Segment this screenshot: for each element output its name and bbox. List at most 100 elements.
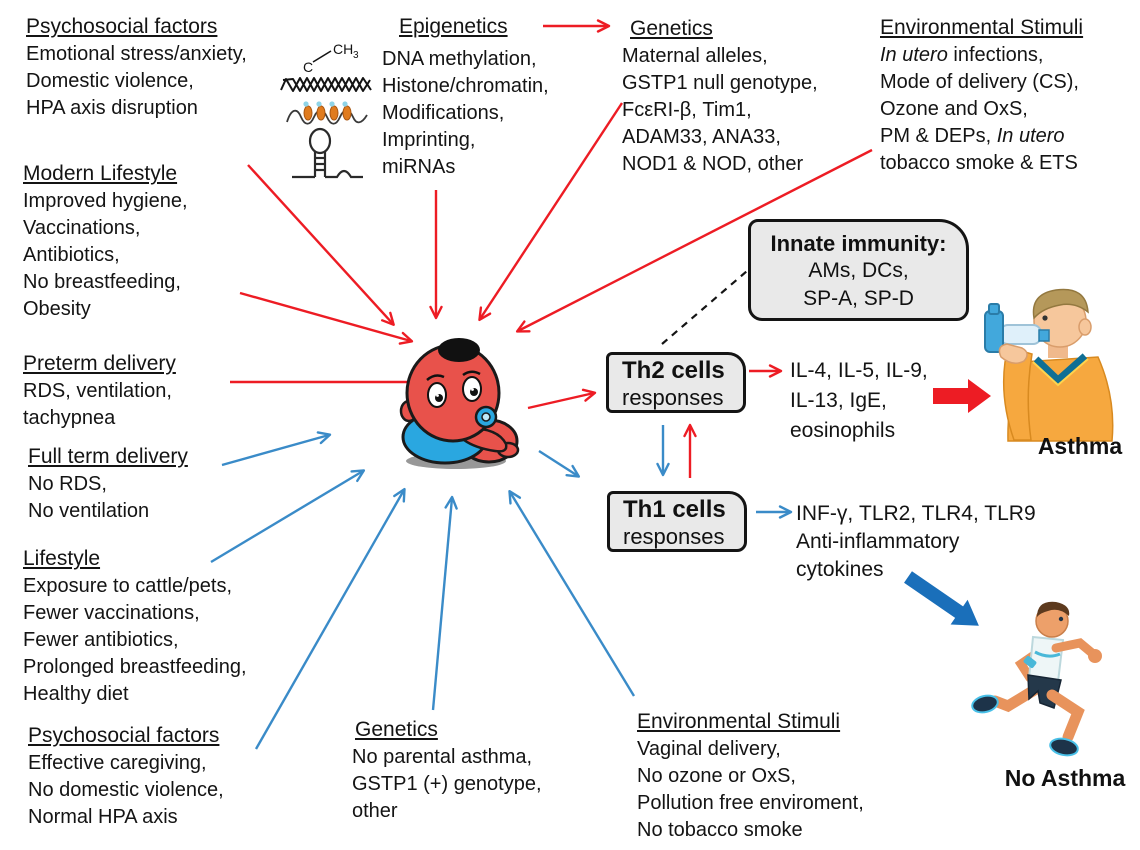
psychosocial-top-block: Psychosocial factors Emotional stress/an… bbox=[26, 13, 247, 122]
methyl-ch-label: CH bbox=[333, 41, 353, 57]
factor-line: NOD1 & NOD, other bbox=[622, 153, 804, 175]
factor-line: tobacco smoke & ETS bbox=[880, 152, 1078, 174]
protective-arrow-lifestyle bbox=[210, 469, 366, 564]
preterm-delivery-block: Preterm delivery RDS, ventilation, tachy… bbox=[23, 350, 176, 432]
genetics-bottom-block: Genetics No parental asthma, GSTP1 (+) g… bbox=[352, 716, 542, 825]
factor-line: Obesity bbox=[23, 298, 91, 320]
lifestyle-block: Lifestyle Exposure to cattle/pets, Fewer… bbox=[23, 545, 247, 708]
arrow-baby-to-th2 bbox=[527, 388, 597, 410]
risk-arrow-genetics-top bbox=[478, 102, 624, 322]
mediator-line: eosinophils bbox=[790, 419, 896, 442]
mediator-line: IL-13, IgE, bbox=[790, 389, 887, 412]
th1-mediators-text: INF-γ, TLR2, TLR4, TLR9 Anti-inflammator… bbox=[796, 500, 1036, 584]
protective-arrow-psychosocial-bottom bbox=[254, 487, 406, 750]
psychosocial-bottom-heading: Psychosocial factors bbox=[28, 724, 220, 747]
th1-cells-box: Th1 cells responses bbox=[607, 491, 747, 552]
risk-arrow-psychosocial-top bbox=[247, 164, 395, 326]
mediator-line: IL-4, IL-5, IL-9, bbox=[790, 359, 928, 382]
factor-line-italic: In utero bbox=[880, 44, 948, 66]
factor-line: RDS, ventilation, bbox=[23, 380, 172, 402]
methyl-c-label: C bbox=[303, 59, 313, 75]
factor-line: GSTP1 null genotype, bbox=[622, 72, 818, 94]
environmental-top-heading: Environmental Stimuli bbox=[880, 16, 1084, 39]
dna-helix-icon bbox=[280, 77, 372, 92]
factor-line: Maternal alleles, bbox=[622, 45, 768, 67]
full-term-delivery-block: Full term delivery No RDS, No ventilatio… bbox=[28, 443, 188, 525]
factor-line: FcεRI-β, Tim1, bbox=[622, 99, 752, 121]
baby-illustration bbox=[399, 338, 520, 469]
histone-icon bbox=[286, 101, 368, 125]
innate-immunity-line: SP-A, SP-D bbox=[803, 287, 914, 310]
protective-arrow-genetics-bottom bbox=[431, 495, 458, 711]
modern-lifestyle-block: Modern Lifestyle Improved hygiene, Vacci… bbox=[23, 160, 188, 323]
risk-arrow-modern-lifestyle bbox=[239, 291, 414, 345]
methyl-sub3-label: 3 bbox=[353, 50, 359, 61]
factor-line: other bbox=[352, 800, 398, 822]
factor-line: Vaccinations, bbox=[23, 217, 141, 239]
factor-line-italic: In utero bbox=[996, 125, 1065, 147]
modern-lifestyle-heading: Modern Lifestyle bbox=[23, 162, 178, 185]
mirna-hairpin-icon bbox=[292, 127, 363, 179]
genetics-bottom-heading: Genetics bbox=[355, 718, 438, 741]
innate-immunity-box: Innate immunity: AMs, DCs, SP-A, SP-D bbox=[748, 219, 969, 321]
mediator-line: INF-γ, TLR2, TLR4, TLR9 bbox=[796, 502, 1036, 525]
dashed-link-innate-immunity bbox=[661, 270, 748, 345]
factor-line: DNA methylation, bbox=[382, 48, 537, 70]
factor-line: Exposure to cattle/pets, bbox=[23, 575, 233, 597]
asthma-boy-illustration bbox=[984, 288, 1114, 442]
full-term-delivery-heading: Full term delivery bbox=[28, 445, 188, 468]
genetics-top-heading: Genetics bbox=[630, 17, 713, 40]
psychosocial-bottom-block: Psychosocial factors Effective caregivin… bbox=[28, 722, 224, 831]
mediator-line: cytokines bbox=[796, 558, 884, 581]
factor-line: GSTP1 (+) genotype, bbox=[352, 773, 542, 795]
mediator-line: Anti-inflammatory bbox=[796, 530, 960, 553]
factor-line: ADAM33, ANA33, bbox=[622, 126, 781, 148]
factor-line: No domestic violence, bbox=[28, 779, 224, 801]
preterm-delivery-heading: Preterm delivery bbox=[23, 352, 176, 375]
environmental-bottom-heading: Environmental Stimuli bbox=[637, 710, 841, 733]
factor-line: In utero infections, bbox=[880, 44, 1044, 66]
factor-line: No tobacco smoke bbox=[637, 819, 803, 841]
environmental-bottom-block: Environmental Stimuli Vaginal delivery, … bbox=[637, 708, 864, 844]
risk-arrows bbox=[230, 19, 873, 478]
factor-line: Vaginal delivery, bbox=[637, 738, 781, 760]
factor-line: Fewer vaccinations, bbox=[23, 602, 200, 624]
arrow-baby-to-th1 bbox=[538, 449, 581, 478]
epigenetics-heading: Epigenetics bbox=[399, 15, 508, 38]
th1-box-subtitle: responses bbox=[623, 524, 725, 549]
factor-line: Imprinting, bbox=[382, 129, 476, 151]
factor-line: PM & DEPs, In utero bbox=[880, 125, 1065, 147]
factor-line: Normal HPA axis bbox=[28, 806, 178, 828]
epigenetics-block: DNA methylation, Histone/chromatin, Modi… bbox=[382, 46, 549, 181]
factor-line: No ventilation bbox=[28, 500, 150, 522]
factor-line: Prolonged breastfeeding, bbox=[23, 656, 247, 678]
factor-line: Improved hygiene, bbox=[23, 190, 188, 212]
factor-line: Effective caregiving, bbox=[28, 752, 207, 774]
factor-line: No RDS, bbox=[28, 473, 107, 495]
lifestyle-heading: Lifestyle bbox=[23, 547, 101, 570]
factor-line: Pollution free enviroment, bbox=[637, 792, 864, 814]
factor-line: No ozone or OxS, bbox=[637, 765, 796, 787]
protective-arrows bbox=[210, 425, 793, 750]
psychosocial-top-heading: Psychosocial factors bbox=[26, 15, 218, 38]
factor-line: tachypnea bbox=[23, 407, 116, 429]
th2-box-subtitle: responses bbox=[622, 385, 724, 410]
protective-arrow-full-term bbox=[221, 431, 332, 467]
factor-line: Healthy diet bbox=[23, 683, 129, 705]
asthma-outcome-arrow bbox=[933, 379, 991, 413]
protective-arrow-environmental-bottom bbox=[508, 489, 636, 697]
innate-immunity-line: AMs, DCs, bbox=[808, 259, 909, 282]
factor-line: Histone/chromatin, bbox=[382, 75, 549, 97]
runner-illustration bbox=[971, 601, 1102, 757]
factor-line: Antibiotics, bbox=[23, 244, 120, 266]
th1-box-title: Th1 cells bbox=[623, 496, 726, 523]
factor-line: Modifications, bbox=[382, 102, 505, 124]
no-asthma-label: No Asthma bbox=[1004, 765, 1126, 791]
factor-line: HPA axis disruption bbox=[26, 97, 198, 119]
asthma-label: Asthma bbox=[1037, 433, 1123, 459]
factor-line: Mode of delivery (CS), bbox=[880, 71, 1079, 93]
no-asthma-outcome-arrow bbox=[904, 571, 979, 626]
factor-line: No breastfeeding, bbox=[23, 271, 181, 293]
